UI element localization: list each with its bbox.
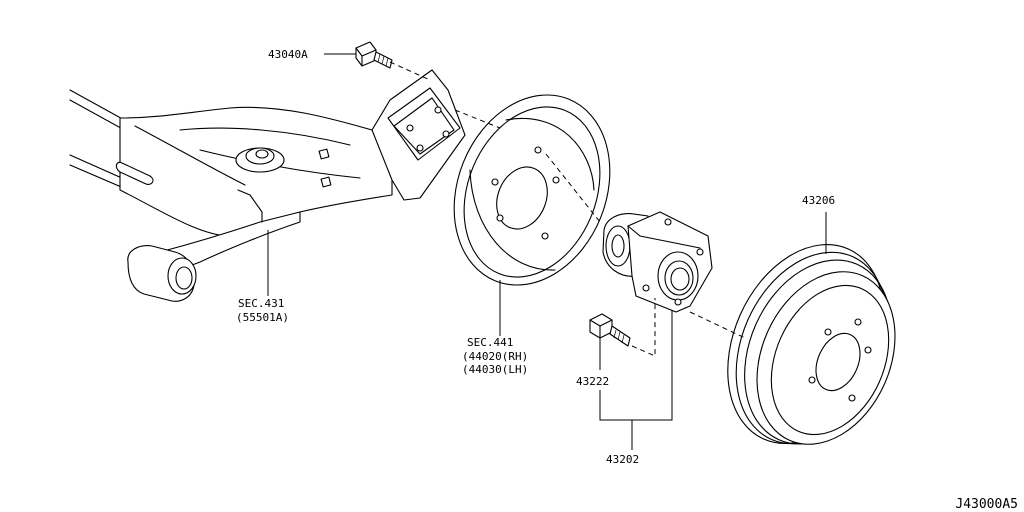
callout-55501a: (55501A) bbox=[236, 311, 289, 324]
callout-44030-lh: (44030(LH) bbox=[462, 363, 528, 376]
leader-lines bbox=[267, 53, 827, 450]
callout-43040a: 43040A bbox=[268, 48, 308, 61]
hub-bolt bbox=[589, 313, 631, 347]
rear-axle-beam bbox=[69, 69, 466, 302]
assembly-centerlines bbox=[389, 61, 746, 357]
knuckle-bolt bbox=[355, 41, 393, 69]
callout-sec-441: SEC.441 bbox=[467, 336, 513, 349]
callout-43222: 43222 bbox=[576, 375, 609, 388]
brake-backing-plate bbox=[453, 94, 611, 286]
callout-43202: 43202 bbox=[606, 453, 639, 466]
diagram-reference-code: J43000A5 bbox=[955, 497, 1018, 512]
callout-43206: 43206 bbox=[802, 194, 835, 207]
callout-sec-431: SEC.431 bbox=[238, 297, 284, 310]
callout-44020-rh: (44020(RH) bbox=[462, 350, 528, 363]
wheel-hub-bearing-assembly bbox=[602, 211, 713, 313]
brake-drum bbox=[727, 244, 896, 445]
